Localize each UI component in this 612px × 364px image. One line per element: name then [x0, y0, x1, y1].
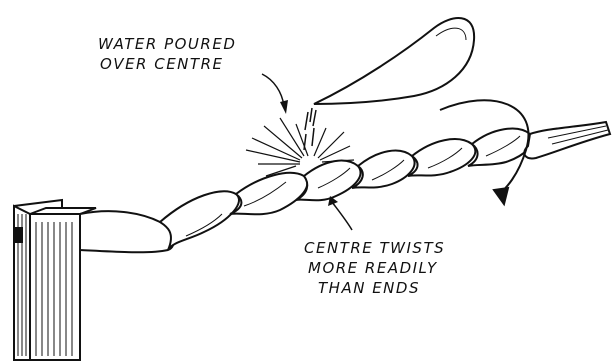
- water-poured-label: WATER POURED OVER CENTRE: [98, 34, 236, 74]
- leader-arrow-centre: [328, 196, 352, 230]
- centre-label-line-1: CENTRE TWISTS: [304, 238, 445, 258]
- centre-twists-label: CENTRE TWISTS MORE READILY THAN ENDS: [304, 238, 445, 298]
- centre-label-line-3: THAN ENDS: [304, 278, 445, 298]
- water-label-line-2: OVER CENTRE: [98, 54, 236, 74]
- water-label-line-1: WATER POURED: [98, 34, 236, 54]
- water-ladle-icon: [314, 18, 474, 104]
- twisted-bar: [80, 122, 610, 252]
- water-stream: [304, 108, 316, 150]
- centre-label-line-2: MORE READILY: [304, 258, 445, 278]
- leader-arrow-water: [262, 74, 288, 114]
